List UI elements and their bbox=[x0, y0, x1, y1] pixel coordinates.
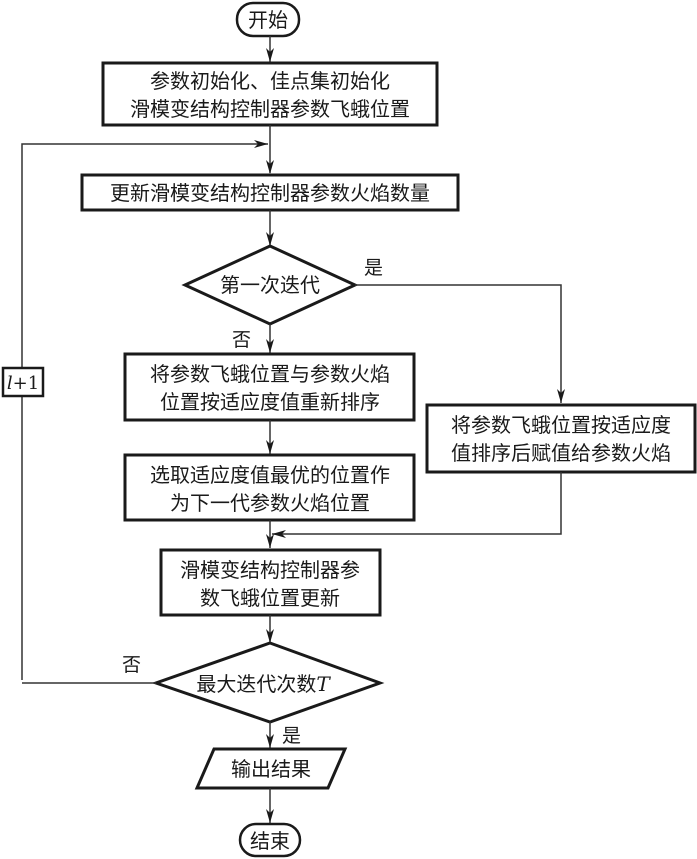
first-iteration-label: 第一次迭代 bbox=[220, 273, 320, 297]
first-no-label: 否 bbox=[232, 329, 251, 351]
update-moths-line-1: 滑模变结构控制器参 bbox=[180, 558, 360, 582]
max-iteration-var: T bbox=[316, 672, 331, 696]
edge-loop-back bbox=[21, 143, 268, 680]
select-best-node: 选取适应度值最优的位置作 为下一代参数火焰位置 bbox=[123, 453, 416, 522]
output-label: 输出结果 bbox=[231, 757, 311, 781]
first-yes-label: 是 bbox=[364, 257, 383, 279]
first-iteration-decision: 第一次迭代 bbox=[181, 244, 359, 326]
edge-assign-merge bbox=[272, 472, 562, 535]
arrow-head bbox=[266, 160, 274, 174]
init-line-2: 滑模变结构控制器参数飞蛾位置 bbox=[130, 97, 410, 121]
arrow-head bbox=[272, 530, 286, 538]
sort-both-line-1: 将参数飞蛾位置与参数火焰 bbox=[150, 362, 390, 386]
end-node: 结束 bbox=[238, 822, 302, 858]
arrow-head bbox=[266, 232, 274, 246]
increment-var: l bbox=[7, 373, 13, 394]
arrow-head bbox=[266, 534, 274, 548]
sort-assign-line-2: 值排序后赋值给参数火焰 bbox=[451, 441, 671, 465]
increment-label: l+1 bbox=[7, 373, 39, 394]
max-iteration-text: 最大迭代次数 bbox=[196, 672, 316, 696]
sort-assign-line-1: 将参数飞蛾位置按适应度 bbox=[451, 413, 671, 437]
increment-node: l+1 bbox=[1, 366, 45, 398]
max-no-label: 否 bbox=[122, 654, 141, 676]
init-line-1: 参数初始化、佳点集初始化 bbox=[150, 69, 390, 93]
select-best-line-1: 选取适应度值最优的位置作 bbox=[150, 463, 390, 487]
max-iteration-label: 最大迭代次数T bbox=[196, 672, 331, 696]
select-best-line-2: 为下一代参数火焰位置 bbox=[170, 491, 370, 515]
max-iteration-decision: 最大迭代次数T bbox=[151, 641, 385, 724]
start-label: 开始 bbox=[248, 8, 288, 32]
update-moths-node: 滑模变结构控制器参 数飞蛾位置更新 bbox=[159, 548, 382, 617]
arrow-head bbox=[266, 734, 274, 748]
max-yes-label: 是 bbox=[282, 725, 301, 747]
update-moths-line-2: 数飞蛾位置更新 bbox=[200, 586, 340, 610]
arrow-head bbox=[266, 440, 274, 454]
edge-first-yes bbox=[355, 284, 562, 403]
sort-assign-node: 将参数飞蛾位置按适应度 值排序后赋值给参数火焰 bbox=[425, 403, 697, 474]
arrow-head bbox=[557, 389, 565, 403]
init-node: 参数初始化、佳点集初始化 滑模变结构控制器参数飞蛾位置 bbox=[101, 61, 439, 127]
sort-both-node: 将参数飞蛾位置与参数火焰 位置按适应度值重新排序 bbox=[123, 352, 416, 422]
output-node: 输出结果 bbox=[194, 747, 348, 790]
end-label: 结束 bbox=[250, 829, 290, 853]
arrow-head bbox=[266, 48, 274, 62]
arrow-head bbox=[266, 339, 274, 353]
start-node: 开始 bbox=[235, 1, 301, 38]
sort-both-line-2: 位置按适应度值重新排序 bbox=[160, 390, 380, 414]
update-flames-label: 更新滑模变结构控制器参数火焰数量 bbox=[110, 181, 430, 205]
arrow-head bbox=[266, 629, 274, 643]
arrow-head bbox=[266, 809, 274, 823]
arrow-head bbox=[254, 140, 268, 148]
increment-suffix: +1 bbox=[13, 373, 40, 394]
update-flames-node: 更新滑模变结构控制器参数火焰数量 bbox=[80, 173, 460, 212]
